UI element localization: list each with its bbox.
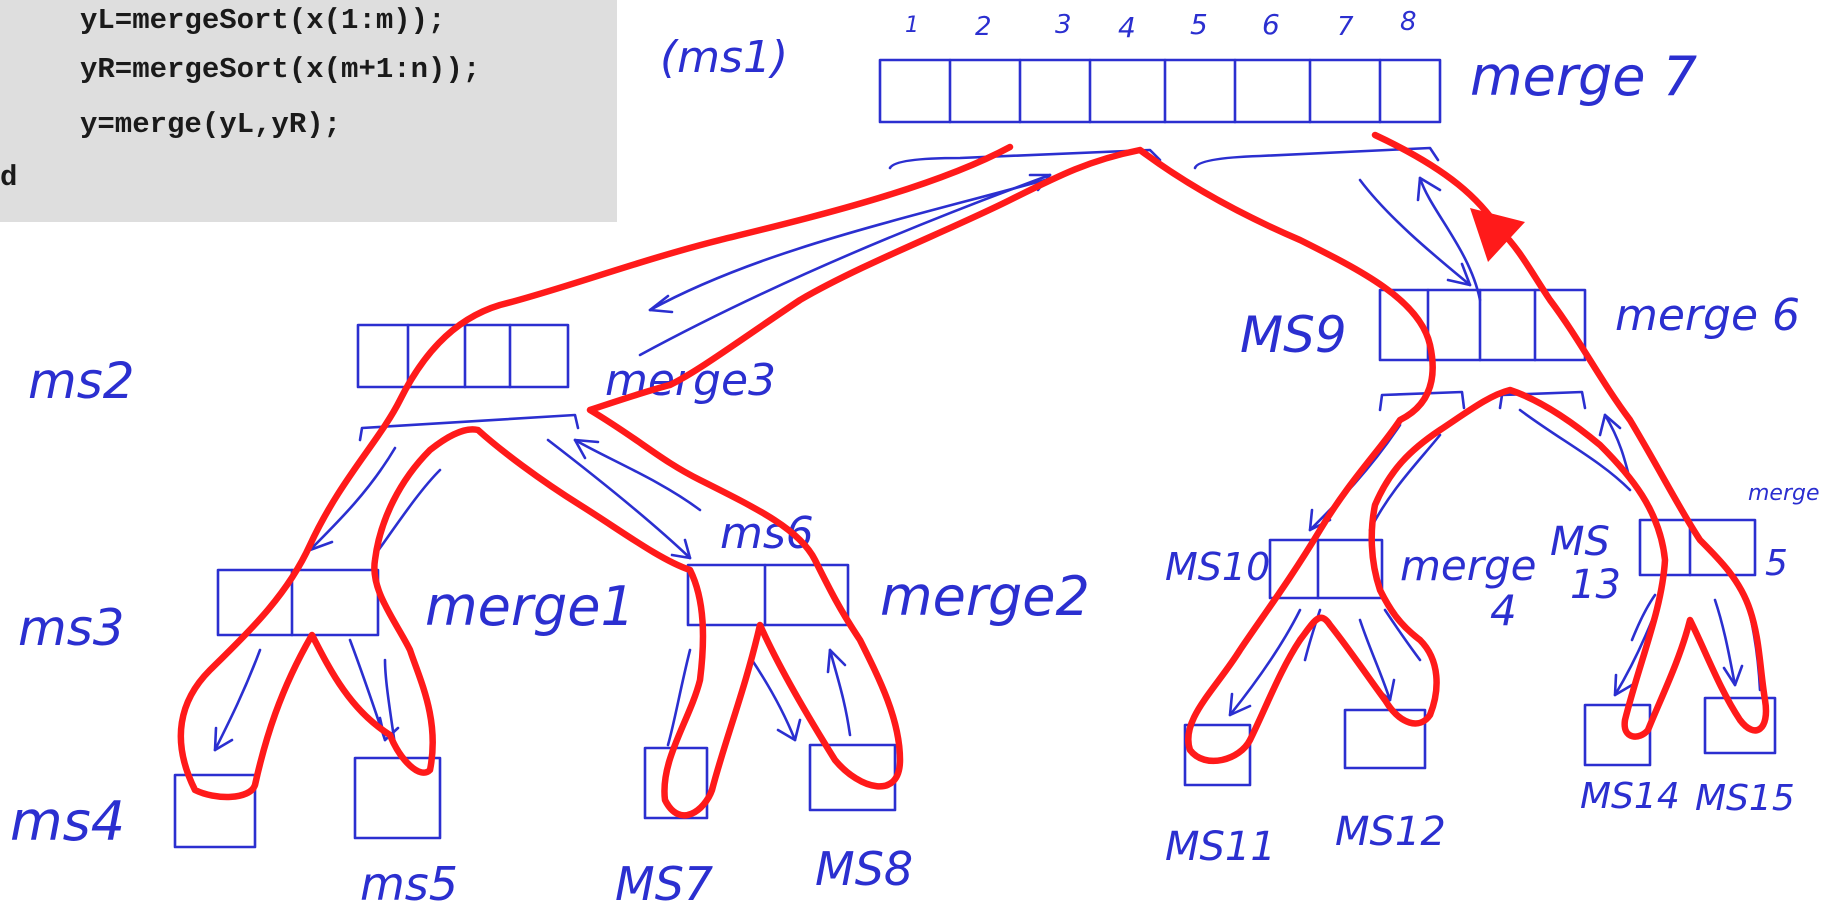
label-ms1: (ms1) xyxy=(660,32,788,83)
code-line-y: y=merge(yL,yR); xyxy=(80,108,342,141)
label-ms3: ms3 xyxy=(18,599,125,657)
label-ms13-b: 13 xyxy=(1570,562,1621,608)
ms6-array xyxy=(686,563,850,627)
ms5-box xyxy=(353,756,442,840)
index-1: 1 xyxy=(905,13,919,38)
ms12-box xyxy=(1343,708,1427,770)
label-ms7: MS7 xyxy=(615,857,713,903)
index-4: 4 xyxy=(1118,11,1136,44)
code-line-end: d xyxy=(0,161,18,194)
ms1-array xyxy=(878,58,1442,170)
label-merge5-num: 5 xyxy=(1765,543,1788,584)
blue-arrows xyxy=(213,173,1762,752)
index-2: 2 xyxy=(975,12,992,42)
label-ms4: ms4 xyxy=(10,790,125,853)
label-merge4: merge xyxy=(1400,541,1537,590)
label-merge7: merge 7 xyxy=(1470,45,1697,108)
code-panel: yL=mergeSort(x(1:m)); yR=mergeSort(x(m+1… xyxy=(0,0,617,222)
label-ms11: MS11 xyxy=(1165,824,1276,870)
index-7: 7 xyxy=(1337,12,1354,42)
index-8: 8 xyxy=(1400,7,1417,37)
label-ms12: MS12 xyxy=(1335,809,1446,855)
code-line-yl: yL=mergeSort(x(1:m)); xyxy=(80,4,446,37)
red-execution-trace xyxy=(177,131,1770,819)
label-ms15: MS15 xyxy=(1695,778,1795,819)
label-merge6: merge 6 xyxy=(1615,290,1800,341)
label-merge2: merge2 xyxy=(880,565,1090,628)
ms11-box xyxy=(1183,723,1252,787)
ms15-box xyxy=(1703,696,1777,755)
label-ms13-a: MS xyxy=(1550,519,1610,565)
array-index-labels: 1 2 3 4 5 6 7 8 xyxy=(905,7,1417,44)
code-line-yr: yR=mergeSort(x(m+1:n)); xyxy=(80,53,481,86)
label-ms8: MS8 xyxy=(815,842,913,896)
ms14-box xyxy=(1583,703,1652,767)
index-6: 6 xyxy=(1262,8,1280,41)
ms2-array xyxy=(356,323,580,442)
label-merge4-num: 4 xyxy=(1490,586,1517,635)
index-3: 3 xyxy=(1055,10,1072,40)
label-ms9: MS9 xyxy=(1240,306,1347,364)
trace-arrowhead xyxy=(1470,208,1525,262)
index-5: 5 xyxy=(1190,8,1208,41)
ms10-array xyxy=(1268,538,1384,600)
label-ms5: ms5 xyxy=(360,857,458,903)
ms4-box xyxy=(173,773,257,849)
label-merge1: merge1 xyxy=(425,575,635,638)
ms3-array xyxy=(216,568,380,637)
label-ms2: ms2 xyxy=(28,352,135,410)
label-merge5: merge xyxy=(1748,481,1820,506)
label-ms14: MS14 xyxy=(1580,776,1680,817)
label-ms10: MS10 xyxy=(1165,545,1270,589)
